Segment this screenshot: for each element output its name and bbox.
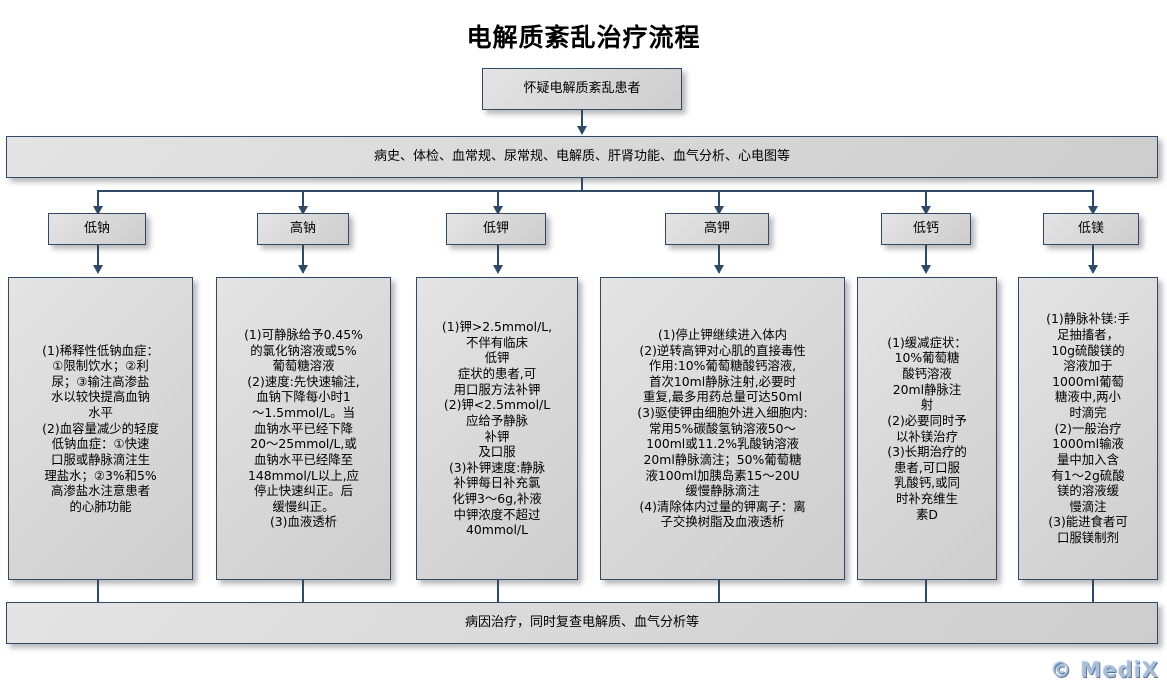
- connector-hyponatremia-to-footer: [97, 580, 99, 602]
- assessment-bar[interactable]: 病史、体检、血常规、尿常规、电解质、肝肾功能、血气分析、心电图等: [6, 136, 1158, 178]
- footer-bar[interactable]: 病因治疗，同时复查电解质、血气分析等: [6, 602, 1158, 644]
- treatment-text: (1)钾>2.5mmol/L, 不伴有临床 低钾 症状的患者,可 用口服方法补钾…: [441, 319, 553, 538]
- branch-label: 高钠: [289, 221, 316, 237]
- treatment-hyponatremia[interactable]: (1)稀释性低钠血症： ①限制饮水；②利 尿；③输注高渗盐 水以较快提高血钠 水…: [8, 277, 193, 580]
- branch-hypocalcemia[interactable]: 低钙: [881, 213, 971, 245]
- treatment-hypokalemia[interactable]: (1)钾>2.5mmol/L, 不伴有临床 低钾 症状的患者,可 用口服方法补钾…: [416, 277, 578, 580]
- treatment-text: (1)缓减症状： 10%葡萄糖 酸钙溶液 20ml静脉注 射 (2)必要同时予 …: [887, 334, 967, 522]
- watermark-medix: © MediX: [1050, 658, 1159, 682]
- start-node[interactable]: 怀疑电解质紊乱患者: [482, 68, 682, 110]
- arrowhead-treatment-hypomagnesemia: [1088, 265, 1098, 274]
- arrowhead-hypokalemia: [493, 206, 503, 215]
- branch-label: 低镁: [1077, 221, 1104, 237]
- connector-drop-hypokalemia: [497, 190, 499, 208]
- connector-drop-hyperkalemia: [718, 190, 720, 208]
- arrowhead-hyponatremia: [93, 206, 103, 215]
- assessment-bar-label: 病史、体检、血常规、尿常规、电解质、肝肾功能、血气分析、心电图等: [373, 149, 790, 165]
- arrowhead-hypocalcemia: [921, 206, 931, 215]
- treatment-hypomagnesemia[interactable]: (1)静脉补镁:手 足抽搐者， 10g硫酸镁的 溶液加于 1000ml葡萄 糖液…: [1018, 277, 1158, 580]
- connector-hypocalcemia-to-footer: [925, 580, 927, 602]
- branch-label: 低钠: [83, 221, 110, 237]
- connector-hypomagnesemia-to-footer: [1092, 580, 1094, 602]
- branch-hyperkalemia[interactable]: 高钾: [665, 213, 769, 245]
- connector-hypokalemia-to-treatment: [497, 245, 499, 267]
- page-title: 电解质紊乱治疗流程: [466, 23, 701, 52]
- connector-drop-hyponatremia: [97, 190, 99, 208]
- connector-hypernatremia-to-footer: [302, 580, 304, 602]
- arrowhead-treatment-hypocalcemia: [921, 265, 931, 274]
- treatment-text: (1)静脉补镁:手 足抽搐者， 10g硫酸镁的 溶液加于 1000ml葡萄 糖液…: [1046, 311, 1130, 546]
- connector-drop-hypernatremia: [302, 190, 304, 208]
- arrowhead-treatment-hyponatremia: [93, 265, 103, 274]
- branch-hyponatremia[interactable]: 低钠: [48, 213, 146, 245]
- connector-hyponatremia-to-treatment: [97, 245, 99, 267]
- start-node-label: 怀疑电解质紊乱患者: [523, 81, 641, 97]
- treatment-text: (1)停止钾继续进入体内 (2)逆转高钾对心肌的直接毒性 作用:10%葡萄糖酸钙…: [637, 326, 808, 530]
- connector-hypomagnesemia-to-treatment: [1092, 245, 1094, 267]
- connector-drop-hypocalcemia: [925, 190, 927, 208]
- treatment-hyperkalemia[interactable]: (1)停止钾继续进入体内 (2)逆转高钾对心肌的直接毒性 作用:10%葡萄糖酸钙…: [600, 277, 845, 580]
- treatment-hypernatremia[interactable]: (1)可静脉给予0.45% 的氯化钠溶液或5% 葡萄糖溶液 (2)速度:先快速输…: [216, 277, 391, 580]
- connector-bus-stub: [581, 178, 583, 190]
- arrowhead-treatment-hypokalemia: [493, 265, 503, 274]
- connector-hyperkalemia-to-treatment: [718, 245, 720, 267]
- arrowhead-assessment: [577, 126, 587, 135]
- connector-bus-horizontal: [97, 190, 1092, 192]
- arrowhead-hypomagnesemia: [1088, 206, 1098, 215]
- branch-hypernatremia[interactable]: 高钠: [257, 213, 349, 245]
- connector-start-to-assessment: [581, 110, 583, 128]
- arrowhead-hyperkalemia: [714, 206, 724, 215]
- connector-drop-hypomagnesemia: [1092, 190, 1094, 208]
- footer-bar-label: 病因治疗，同时复查电解质、血气分析等: [464, 615, 699, 631]
- connector-hypernatremia-to-treatment: [302, 245, 304, 267]
- branch-label: 高钾: [703, 221, 730, 237]
- arrowhead-hypernatremia: [298, 206, 308, 215]
- treatment-text: (1)稀释性低钠血症： ①限制饮水；②利 尿；③输注高渗盐 水以较快提高血钠 水…: [42, 342, 159, 514]
- branch-label: 低钙: [912, 221, 939, 237]
- arrowhead-treatment-hypernatremia: [298, 265, 308, 274]
- treatment-text: (1)可静脉给予0.45% 的氯化钠溶液或5% 葡萄糖溶液 (2)速度:先快速输…: [244, 326, 363, 530]
- branch-label: 低钾: [482, 221, 509, 237]
- branch-hypomagnesemia[interactable]: 低镁: [1043, 213, 1139, 245]
- connector-hypocalcemia-to-treatment: [925, 245, 927, 267]
- connector-hyperkalemia-to-footer: [718, 580, 720, 602]
- connector-hypokalemia-to-footer: [497, 580, 499, 602]
- arrowhead-treatment-hyperkalemia: [714, 265, 724, 274]
- branch-hypokalemia[interactable]: 低钾: [446, 213, 546, 245]
- treatment-hypocalcemia[interactable]: (1)缓减症状： 10%葡萄糖 酸钙溶液 20ml静脉注 射 (2)必要同时予 …: [857, 277, 997, 580]
